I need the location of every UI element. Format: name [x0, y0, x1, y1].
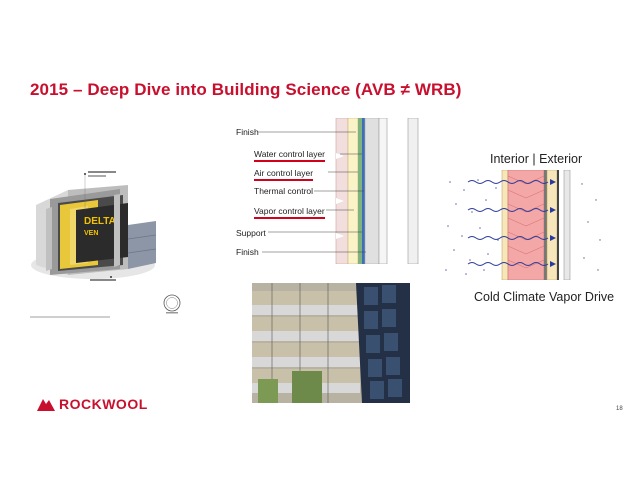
page-number: 18	[616, 406, 623, 412]
vapor-drive-caption: Cold Climate Vapor Drive	[474, 290, 615, 304]
delta-brand-text-2: VEN	[84, 230, 98, 237]
layer-label-finish-interior: Finish	[236, 127, 259, 137]
fine-print	[30, 316, 110, 318]
leader-lines	[258, 131, 366, 253]
slide-title: 2015 – Deep Dive into Building Science (…	[30, 80, 462, 99]
layer-label-support: Support	[236, 228, 266, 238]
rockwool-logo: ROCKWOOL	[37, 396, 148, 412]
rockwool-mountain-icon	[37, 399, 55, 411]
interior-exterior-label: Interior | Exterior	[490, 152, 583, 166]
red-underline	[254, 179, 314, 181]
rockwool-logo-text: ROCKWOOL	[59, 396, 148, 412]
layer-label-air-control: Air control layer	[254, 168, 314, 181]
layer-label-finish-exterior: Finish	[236, 247, 259, 257]
red-underline	[254, 217, 325, 219]
layer-label-vapor-control: Vapor control layer	[254, 206, 325, 219]
vapor-drive-diagram	[445, 170, 601, 280]
layer-label-air-control-text: Air control layer	[254, 168, 314, 178]
layer-label-water-control-text: Water control layer	[254, 149, 326, 159]
construction-photo	[252, 283, 410, 403]
certification-seal-icon	[163, 294, 181, 314]
red-underline	[254, 160, 326, 162]
layer-label-thermal-control: Thermal control	[254, 186, 314, 196]
layer-label-vapor-control-text: Vapor control layer	[254, 206, 325, 216]
delta-brand-text: DELTA	[84, 216, 116, 227]
layer-label-water-control: Water control layer	[254, 149, 326, 162]
wall-assembly-illustration: DELTA VEN	[31, 171, 157, 281]
